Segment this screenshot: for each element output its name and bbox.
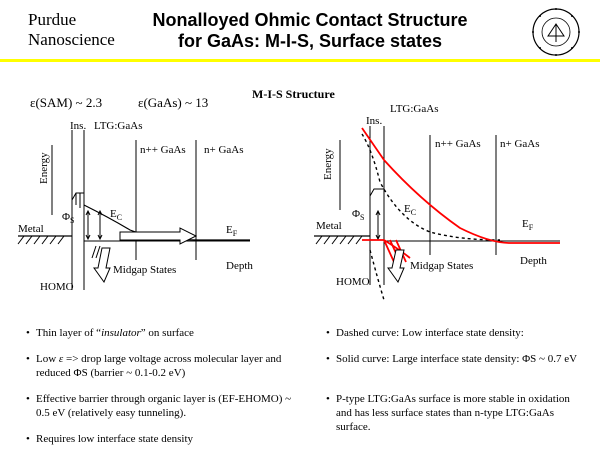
bullet-dot: •	[26, 393, 30, 405]
left-bullet-1-pre: Thin layer of “	[36, 327, 102, 339]
bullet-dot: •	[26, 327, 30, 339]
bullet-dot: •	[326, 353, 330, 365]
right-depth-label: Depth	[520, 255, 547, 267]
left-bullet-1-post: ” on surface	[140, 327, 194, 339]
org-name: Purdue Nanoscience	[28, 10, 115, 50]
right-ins-label: Ins.	[366, 115, 383, 127]
left-bullet-4-text: Requires low interface state density	[36, 433, 194, 445]
midgap-arrow	[93, 247, 111, 284]
ec-sub: C	[116, 213, 123, 223]
depth-label: Depth	[226, 260, 253, 272]
right-ec-label: EC	[404, 203, 416, 217]
left-bullet-2-pre: Low	[36, 353, 59, 365]
bullet-dot: •	[326, 327, 330, 339]
left-bullet-3-text: Effective barrier through organic layer …	[36, 393, 292, 419]
tunneling-arrow	[119, 227, 198, 245]
right-bullet-3: • P-type LTG:GaAs surface is more stable…	[326, 392, 586, 434]
right-bullet-3-text: P-type LTG:GaAs surface is more stable i…	[336, 393, 570, 433]
left-bullet-2-em: ε	[58, 353, 64, 365]
right-ef-label: EF	[522, 218, 533, 232]
right-metal-label: Metal	[316, 220, 342, 232]
eps-sam-label: ε(SAM) ~ 2.3	[30, 95, 103, 110]
right-bullet-2-text: Solid curve: Large interface state densi…	[336, 353, 578, 365]
org-line2: Nanoscience	[28, 30, 115, 49]
right-bullet-1: • Dashed curve: Low interface state dens…	[326, 326, 586, 340]
ef-sub: F	[232, 229, 238, 239]
solid-conduction-curve	[361, 127, 560, 244]
right-npp-label: n++ GaAs	[435, 138, 481, 150]
right-band-diagram	[314, 126, 560, 301]
ef-symbol: E	[226, 224, 233, 236]
title-line2: for GaAs: M-I-S, Surface states	[177, 31, 443, 51]
homo-label: HOMO	[40, 281, 74, 293]
npp-label: n++ GaAs	[140, 144, 186, 156]
np-label: n+ GaAs	[204, 144, 244, 156]
title-line1: Nonalloyed Ohmic Contact Structure	[152, 10, 468, 30]
right-ltg-label: LTG:GaAs	[390, 103, 439, 115]
right-phis-symbol: Φ	[352, 208, 361, 220]
header-rule	[0, 59, 600, 62]
bullet-dot: •	[326, 393, 330, 405]
right-midgap-arrow	[387, 249, 405, 284]
midgap-label: Midgap States	[113, 264, 177, 276]
right-bullet-1-text: Dashed curve: Low interface state densit…	[336, 327, 524, 339]
right-midgap-label: Midgap States	[410, 260, 474, 272]
right-bullet-2: • Solid curve: Large interface state den…	[326, 352, 586, 366]
bullet-dot: •	[26, 433, 30, 445]
right-ec-symbol: E	[404, 203, 411, 215]
metal-label: Metal	[18, 223, 44, 235]
eps-gaas-label: ε(GaAs) ~ 13	[138, 95, 209, 110]
right-ec-sub: C	[410, 208, 417, 218]
right-phis-label: ΦS	[352, 208, 365, 222]
right-np-label: n+ GaAs	[500, 138, 540, 150]
bullet-dot: •	[26, 353, 30, 365]
university-seal-icon	[532, 8, 580, 56]
left-bullet-1: • Thin layer of “insulator” on surface	[26, 326, 298, 340]
dashed-valence-curve	[369, 249, 385, 301]
ltg-label: LTG:GaAs	[94, 120, 143, 132]
org-line1: Purdue	[28, 10, 77, 29]
left-bullet-4: • Requires low interface state density	[26, 432, 298, 446]
ec-label: EC	[110, 208, 122, 222]
right-panel-heading: M-I-S Structure	[252, 87, 335, 101]
ec-symbol: E	[110, 208, 117, 220]
left-band-diagram	[17, 130, 250, 290]
left-bullet-3: • Effective barrier through organic laye…	[26, 392, 298, 420]
ef-label: EF	[226, 224, 237, 238]
right-homo-label: HOMO	[336, 276, 370, 288]
slide-title: Nonalloyed Ohmic Contact Structure for G…	[140, 10, 480, 52]
left-bullet-2: • Low ε => drop large voltage across mol…	[26, 352, 298, 380]
right-ef-sub: F	[528, 223, 534, 233]
right-phis-sub: S	[360, 213, 365, 223]
phis-symbol: Φ	[62, 211, 71, 223]
dashed-conduction-curve	[361, 133, 501, 241]
left-bullet-1-em: insulator	[101, 327, 141, 339]
right-ef-symbol: E	[522, 218, 529, 230]
ins-label: Ins.	[70, 120, 87, 132]
left-bullet-2-post: => drop large voltage across molecular l…	[36, 353, 282, 379]
